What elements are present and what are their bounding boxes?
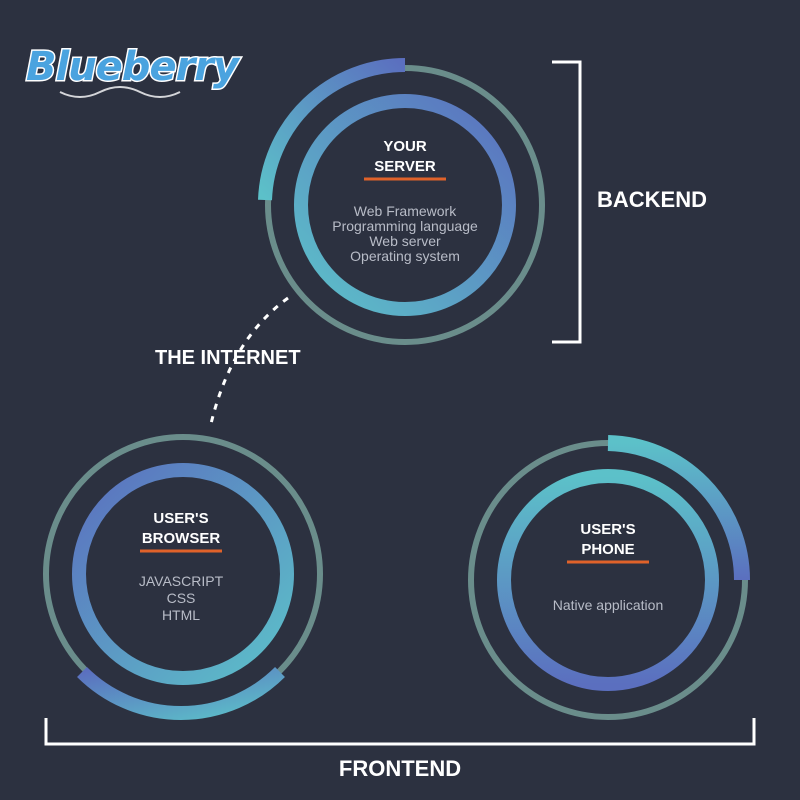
- server-node: YOUR SERVER Web Framework Programming la…: [258, 58, 545, 345]
- server-inner-ring: [294, 94, 516, 316]
- server-title-line1: YOUR: [383, 138, 427, 155]
- server-title-line2: SERVER: [374, 158, 436, 175]
- internet-dotted-line: [208, 296, 289, 429]
- blueberry-logo[interactable]: Blueberry: [25, 43, 244, 98]
- browser-title-line1: USER'S: [153, 510, 208, 527]
- phone-node: USER'S PHONE Native application: [468, 435, 750, 720]
- server-item: Web Framework: [354, 203, 457, 219]
- phone-inner-ring: [497, 469, 719, 691]
- server-outer-ring: [265, 65, 545, 345]
- server-item: Operating system: [350, 248, 460, 264]
- frontend-group: FRONTEND: [44, 718, 756, 781]
- browser-outer-arc: [77, 667, 285, 720]
- server-item: Web server: [369, 233, 441, 249]
- internet-label: THE INTERNET: [155, 347, 301, 369]
- logo-text: Blueberry: [26, 44, 241, 90]
- backend-label: BACKEND: [597, 187, 707, 212]
- phone-title-line1: USER'S: [580, 521, 635, 538]
- phone-item: Native application: [553, 597, 664, 613]
- browser-title-line2: BROWSER: [142, 530, 221, 547]
- phone-title-line2: PHONE: [581, 541, 634, 558]
- browser-inner-ring: [72, 463, 294, 685]
- frontend-label: FRONTEND: [339, 756, 461, 781]
- browser-node: USER'S BROWSER JAVASCRIPT CSS HTML: [43, 434, 323, 720]
- logo-swirl: [59, 86, 181, 98]
- internet-connection: THE INTERNET: [155, 296, 301, 429]
- browser-item: HTML: [162, 607, 200, 623]
- backend-bracket: [552, 60, 582, 344]
- backend-group: BACKEND: [552, 60, 707, 344]
- phone-outer-arc: [607, 435, 750, 581]
- server-outer-arc: [258, 58, 406, 201]
- browser-item: JAVASCRIPT: [139, 573, 224, 589]
- frontend-bracket: [44, 718, 756, 746]
- server-item: Programming language: [332, 218, 478, 234]
- browser-item: CSS: [167, 590, 196, 606]
